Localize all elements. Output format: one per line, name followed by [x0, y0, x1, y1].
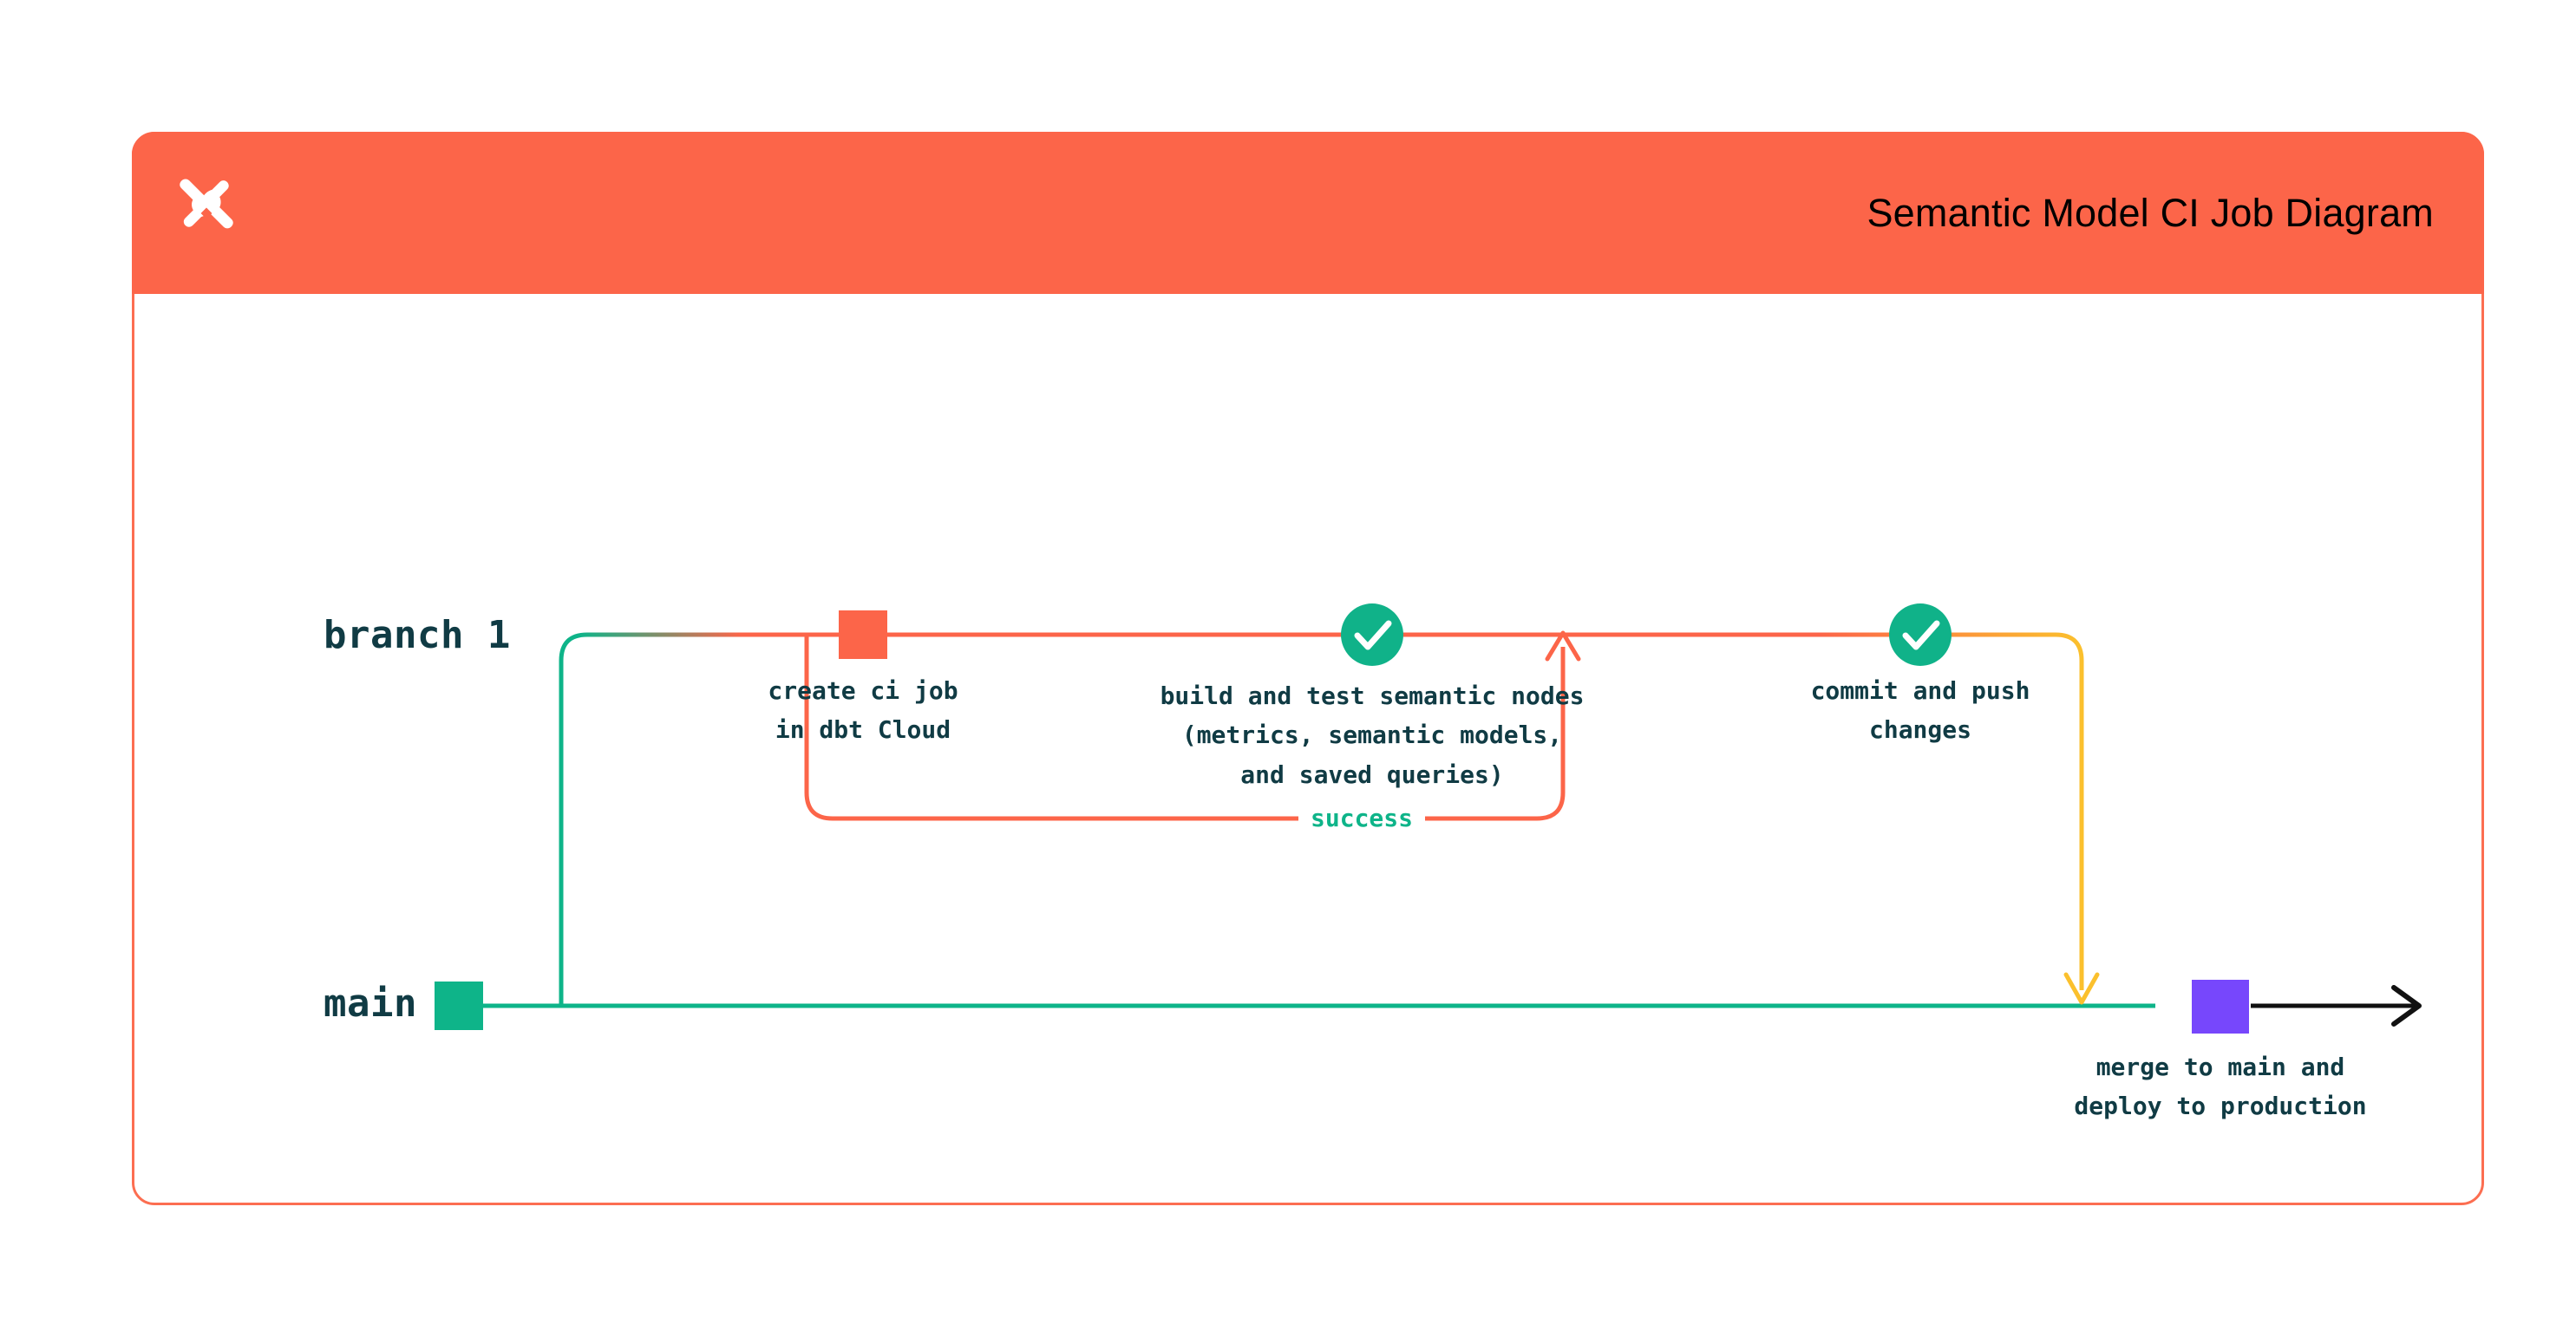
caption-build-and-test: build and test semantic nodes (metrics, …: [1160, 682, 1585, 789]
node-merge-to-main[interactable]: [2192, 980, 2249, 1034]
caption-merge-to-main: merge to main and deploy to production: [2074, 1053, 2367, 1121]
check-circle-icon: [1341, 603, 1403, 666]
node-main-start[interactable]: [435, 982, 483, 1030]
card-header: Semantic Model CI Job Diagram: [132, 132, 2484, 294]
lane-label-branch-1: branch 1: [324, 613, 511, 657]
flow-canvas: branch 1 main create ci job in dbt Cloud…: [134, 297, 2481, 1203]
main-continue-arrowhead-icon: [2391, 985, 2422, 1027]
lane-label-main: main: [324, 982, 417, 1026]
merge-down-edge: [1819, 632, 2084, 990]
success-loop-arrowhead-icon: [1545, 630, 1581, 662]
flow-graph: [435, 603, 2422, 1034]
diagram-card: Semantic Model CI Job Diagram: [132, 132, 2484, 1205]
check-mark-icon: [1902, 620, 1940, 650]
node-create-ci-job[interactable]: [839, 610, 887, 659]
branch-off-edge: [559, 632, 742, 1006]
success-loop-edge: [804, 635, 1566, 821]
edge-label-success: success: [1298, 804, 1426, 832]
node-build-and-test[interactable]: [1341, 603, 1403, 666]
page-title: Semantic Model CI Job Diagram: [1867, 190, 2434, 235]
caption-create-ci-job: create ci job in dbt Cloud: [768, 676, 958, 745]
check-mark-icon: [1354, 620, 1392, 650]
merge-down-arrowhead-icon: [2063, 972, 2100, 1005]
caption-commit-and-push: commit and push changes: [1810, 676, 2030, 745]
dbt-star-logo-icon: [167, 173, 246, 253]
check-circle-icon: [1889, 603, 1952, 666]
node-commit-and-push[interactable]: [1889, 603, 1952, 666]
